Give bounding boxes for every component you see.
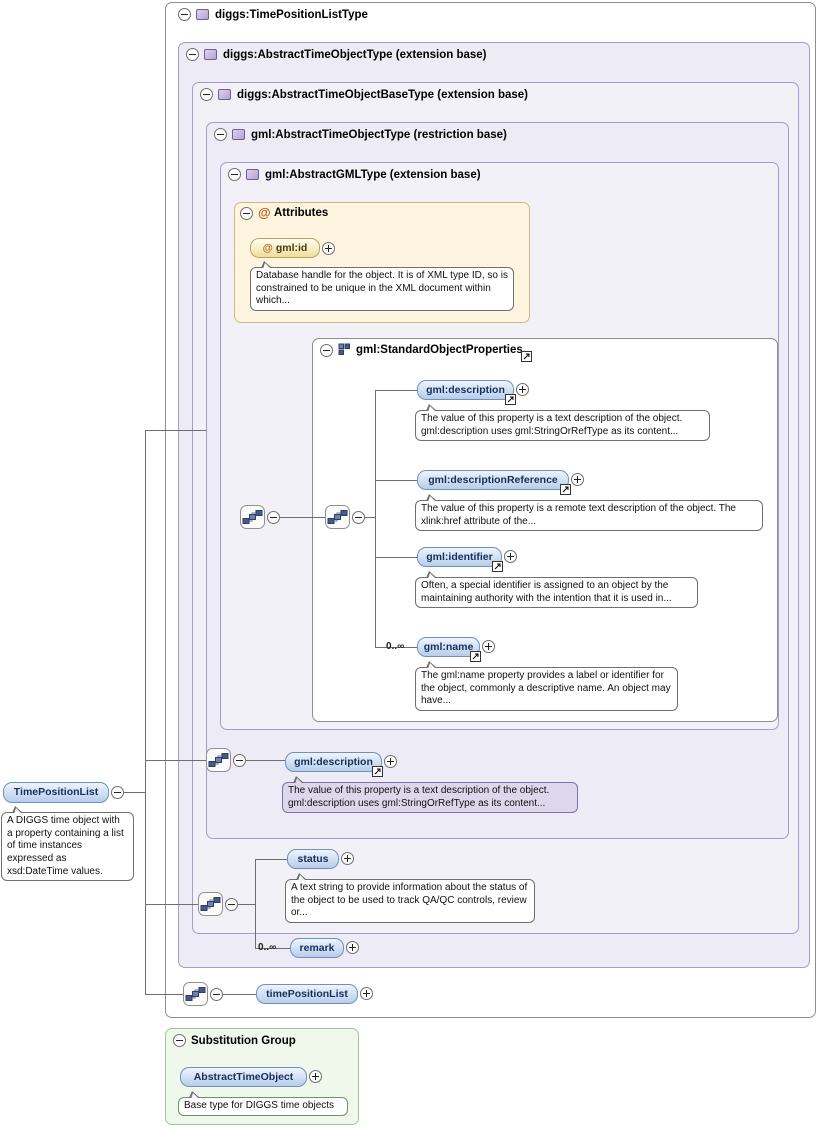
element-remark[interactable]: remark [290,938,344,958]
collapse-toggle[interactable] [186,48,199,61]
connector-line [375,480,417,481]
type-title: diggs:TimePositionListType [215,9,368,21]
global-ref-icon[interactable] [560,484,571,495]
connector-line [375,647,417,648]
connector-line [375,557,417,558]
sequence-icon[interactable] [325,505,350,529]
global-ref-icon[interactable] [372,766,383,777]
collapse-toggle[interactable] [233,754,246,767]
connector-line [280,517,325,518]
annotation-gml-name: The gml:name property provides a label o… [415,660,678,712]
expand-toggle[interactable] [360,987,373,1000]
collapse-toggle[interactable] [352,511,365,524]
expand-toggle[interactable] [504,550,517,563]
collapse-toggle[interactable] [173,1034,186,1047]
occurrence-label: 0..∞ [386,641,405,652]
annotation-gml-descriptionreference: The value of this property is a remote t… [415,493,763,532]
collapse-toggle[interactable] [228,168,241,181]
connector-line [255,859,287,860]
complextype-icon [204,49,217,60]
annotation-gml-id: Database handle for the object. It is of… [250,260,514,312]
type-title: gml:AbstractTimeObjectType (restriction … [251,129,507,141]
complextype-icon [196,9,209,20]
element-gml-descriptionreference[interactable]: gml:descriptionReference [417,470,569,490]
sequence-icon[interactable] [206,748,231,772]
collapse-toggle[interactable] [214,128,227,141]
complextype-icon [218,89,231,100]
connector-line [145,430,146,994]
type-title: diggs:AbstractTimeObjectBaseType (extens… [237,89,528,101]
connector-line [145,994,183,995]
element-main-timepositionlist[interactable]: TimePositionList [3,782,109,803]
expand-toggle[interactable] [322,242,335,255]
connector-line [145,904,198,905]
complextype-icon [232,129,245,140]
type-title: gml:AbstractGMLType (extension base) [265,169,481,181]
element-timepositionlist[interactable]: timePositionList [256,984,358,1004]
connector-line [223,994,256,995]
expand-toggle[interactable] [384,755,397,768]
attribute-gml-id[interactable]: @ gml:id [250,238,320,258]
collapse-toggle[interactable] [178,8,191,21]
annotation-gml-identifier: Often, a special identifier is assigned … [415,570,698,609]
connector-line [255,859,256,948]
expand-toggle[interactable] [482,640,495,653]
connector-line [145,760,206,761]
annotation-main-element: A DIGGS time object with a property cont… [1,805,134,882]
collapse-toggle[interactable] [267,511,280,524]
connector-line [365,517,375,518]
element-gml-description-base[interactable]: gml:description [285,752,382,772]
connector-line [375,390,417,391]
expand-toggle[interactable] [516,383,529,396]
occurrence-label: 0..∞ [258,942,277,953]
expand-toggle[interactable] [346,941,359,954]
collapse-toggle[interactable] [200,88,213,101]
connector-line [255,948,290,949]
global-ref-icon[interactable] [505,394,516,405]
collapse-toggle[interactable] [240,207,253,220]
element-gml-identifier[interactable]: gml:identifier [417,547,502,567]
substitution-group-title: Substitution Group [191,1035,296,1047]
sequence-icon[interactable] [183,982,208,1006]
expand-toggle[interactable] [309,1070,322,1083]
attribute-name: gml:id [275,242,308,254]
collapse-toggle[interactable] [225,898,238,911]
group-title: gml:StandardObjectProperties [356,344,523,356]
sequence-icon[interactable] [198,892,223,916]
model-group-icon [338,343,350,355]
connector-line [375,390,376,647]
annotation-gml-description: The value of this property is a text des… [415,403,710,442]
connector-line [145,430,206,431]
annotation-abstracttimeobject: Base type for DIGGS time objects [178,1091,348,1116]
collapse-toggle[interactable] [111,786,124,799]
annotation-status: A text string to provide information abo… [285,872,535,924]
complextype-icon [246,169,259,180]
sequence-icon[interactable] [240,505,265,529]
connector-line [124,792,145,793]
global-ref-icon[interactable] [521,351,532,362]
element-abstracttimeobject[interactable]: AbstractTimeObject [180,1067,307,1087]
global-ref-icon[interactable] [492,561,503,572]
global-ref-icon[interactable] [470,651,481,662]
attribute-at-icon: @ [258,205,271,220]
annotation-gml-description-base: The value of this property is a text des… [282,775,578,814]
attributes-title: Attributes [274,207,329,219]
collapse-toggle[interactable] [320,344,333,357]
connector-line [246,760,285,761]
element-status[interactable]: status [287,849,339,869]
expand-toggle[interactable] [341,852,354,865]
element-gml-name[interactable]: gml:name [417,637,480,657]
type-title: diggs:AbstractTimeObjectType (extension … [223,49,487,61]
attribute-at-prefix: @ [262,242,273,254]
connector-line [238,904,255,905]
collapse-toggle[interactable] [210,988,223,1001]
expand-toggle[interactable] [571,473,584,486]
element-gml-description[interactable]: gml:description [417,380,514,400]
